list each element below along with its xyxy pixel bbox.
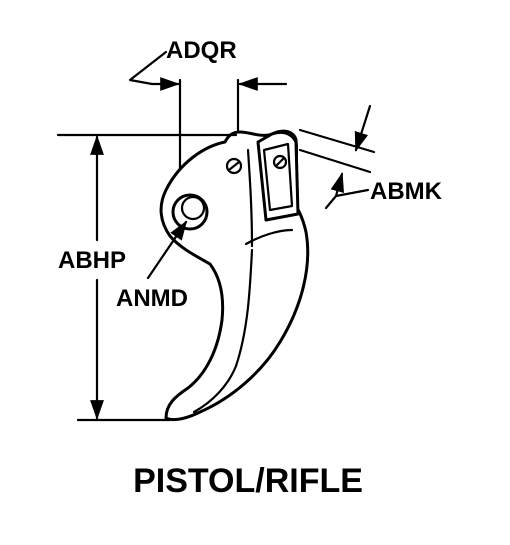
abmk-label: ABMK — [370, 178, 443, 205]
dimension-adqr: ADQR — [128, 37, 288, 170]
trigger-block-edge — [246, 148, 254, 248]
screw-slot-left — [227, 160, 241, 172]
trigger-inner-contour — [192, 248, 254, 414]
abmk-leader — [324, 188, 370, 210]
dimension-abhp: ABHP — [56, 133, 238, 422]
abmk-extension-top — [298, 128, 376, 154]
pivot-hole-inner — [180, 195, 206, 221]
dimension-abmk: ABMK — [298, 104, 443, 210]
screw-slot-right — [274, 156, 286, 168]
abmk-arrow-lower — [330, 172, 344, 198]
trigger-front-contour — [244, 228, 294, 246]
anmd-label: ANMD — [116, 285, 188, 312]
anmd-leader-arrow — [146, 220, 188, 280]
callout-anmd: ANMD — [116, 220, 188, 312]
trigger-part-drawing — [159, 129, 310, 422]
adqr-leader — [128, 50, 168, 86]
abmk-extension-bottom — [298, 148, 372, 174]
diagram-caption: PISTOL/RIFLE — [133, 462, 363, 500]
trigger-block-face — [262, 142, 294, 212]
abhp-label: ABHP — [58, 247, 126, 274]
adqr-label: ADQR — [166, 37, 237, 64]
abmk-arrow-upper — [354, 104, 372, 152]
